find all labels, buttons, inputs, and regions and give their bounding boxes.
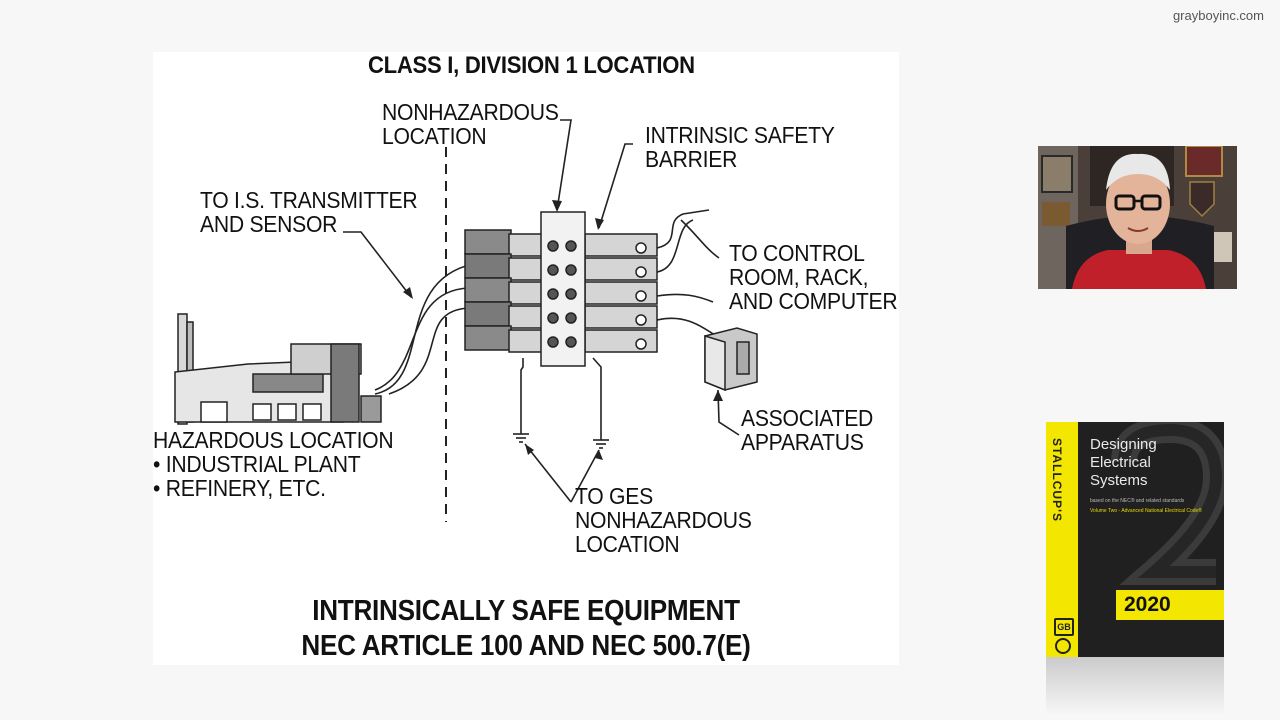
transmitter-cables bbox=[374, 263, 474, 395]
terminal-row bbox=[464, 277, 658, 305]
diagram-slide: CLASS I, DIVISION 1 LOCATION NONHAZARDOU… bbox=[153, 52, 899, 665]
hazardous-location-label: HAZARDOUS LOCATION • INDUSTRIAL PLANT • … bbox=[153, 427, 394, 501]
ground-symbol-icon bbox=[513, 357, 609, 449]
rail-screws bbox=[547, 240, 577, 348]
publisher-circle-icon bbox=[1055, 638, 1071, 654]
book-title: Designing Electrical Systems bbox=[1090, 436, 1157, 489]
control-room-cables bbox=[656, 209, 719, 338]
book-spine: STALLCUP'S GB bbox=[1046, 422, 1078, 657]
leader-arrows bbox=[343, 119, 740, 503]
terminal-row bbox=[464, 253, 658, 281]
intrinsic-safety-barrier-label: INTRINSIC SAFETY BARRIER bbox=[645, 122, 835, 172]
associated-apparatus-label: ASSOCIATED APPARATUS bbox=[741, 405, 874, 455]
terminal-row bbox=[464, 301, 658, 329]
book-volume: Volume Two - Advanced National Electrica… bbox=[1090, 508, 1202, 514]
terminal-row bbox=[464, 325, 658, 353]
ground-electrode-label: TO GES NONHAZARDOUS LOCATION bbox=[575, 483, 752, 557]
book-cover: STALLCUP'S GB Designing Electrical Syste… bbox=[1046, 422, 1224, 657]
terminal-block-icon bbox=[464, 211, 658, 367]
enclosure-icon bbox=[704, 327, 758, 392]
volume-two-graphic bbox=[1111, 422, 1224, 585]
terminal-row bbox=[464, 229, 658, 257]
intrinsic-safety-diagram bbox=[174, 119, 758, 522]
book-year: 2020 bbox=[1116, 590, 1224, 620]
book-spine-text: STALLCUP'S bbox=[1050, 438, 1064, 522]
presenter-video-frame bbox=[1038, 146, 1237, 289]
control-room-label: TO CONTROL ROOM, RACK, AND COMPUTER bbox=[729, 240, 898, 314]
presenter-webcam bbox=[1038, 146, 1237, 289]
arrow-heads bbox=[403, 200, 723, 460]
nonhazardous-location-label: NONHAZARDOUS LOCATION bbox=[382, 99, 559, 149]
watermark: grayboyinc.com bbox=[1172, 8, 1264, 23]
diagram-caption: INTRINSICALLY SAFE EQUIPMENT NEC ARTICLE… bbox=[301, 595, 751, 662]
transmitter-sensor-label: TO I.S. TRANSMITTER AND SENSOR bbox=[200, 187, 418, 237]
factory-icon bbox=[174, 313, 382, 425]
book-subtitle: based on the NEC® and related standards bbox=[1090, 498, 1185, 504]
book-reflection bbox=[1046, 657, 1224, 715]
diagram-title: CLASS I, DIVISION 1 LOCATION bbox=[368, 52, 695, 79]
publisher-logo-icon: GB bbox=[1054, 618, 1074, 636]
